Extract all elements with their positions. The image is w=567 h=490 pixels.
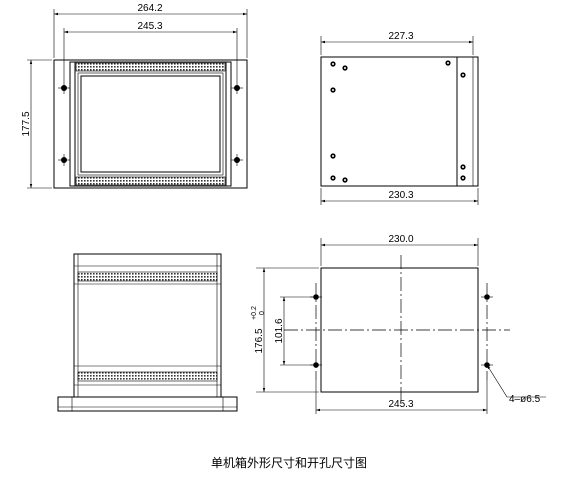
hole-spacing-label: 101.6 xyxy=(274,318,285,343)
front-width-label: 264.2 xyxy=(137,3,162,14)
front-body xyxy=(69,61,232,187)
front-window-frame xyxy=(77,72,224,176)
side-top-width-label: 227.3 xyxy=(388,31,413,42)
side-bottom-width-label: 230.3 xyxy=(388,190,413,201)
screw-icon xyxy=(330,87,336,93)
screw-icon xyxy=(231,82,243,94)
screw-icon xyxy=(330,61,336,67)
screw-icon xyxy=(460,164,466,170)
cutout-view: 230.0 176.5 +0.2 0 101.6 245.3 4–ø6.5 xyxy=(251,234,546,414)
front-view: 264.2 245.3 177.5 xyxy=(21,3,248,189)
cutout-height-label: 176.5 xyxy=(254,328,265,353)
figure-caption: 单机箱外形尺寸和开孔尺寸图 xyxy=(211,455,367,470)
cutout-height-tol-upper: +0.2 xyxy=(251,306,258,320)
front-vent-top xyxy=(75,62,226,72)
front-flange xyxy=(53,59,248,189)
front-height-label: 177.5 xyxy=(21,111,32,136)
screw-icon xyxy=(445,60,451,66)
top-flange xyxy=(57,396,238,412)
side-view: 227.3 230.3 xyxy=(320,31,479,205)
screw-icon xyxy=(342,177,348,183)
front-body-inner xyxy=(74,61,227,187)
hole-callout-label: 4–ø6.5 xyxy=(509,394,541,405)
screw-icon xyxy=(342,65,348,71)
front-window xyxy=(80,75,221,173)
screw-icon xyxy=(58,82,70,94)
mounting-hole-icon xyxy=(481,294,493,300)
screw-icon xyxy=(58,154,70,166)
front-vent-bottom xyxy=(75,176,226,186)
top-view xyxy=(57,253,238,412)
top-vent-lower xyxy=(77,371,218,382)
front-bolt-spacing-label: 245.3 xyxy=(137,21,162,32)
screw-icon xyxy=(330,175,336,181)
top-vent-upper xyxy=(77,271,218,282)
screw-icon xyxy=(330,153,336,159)
cutout-width-label: 230.0 xyxy=(388,234,413,245)
screw-icon xyxy=(231,154,243,166)
side-body xyxy=(320,56,479,187)
hole-horizontal-spacing-label: 245.3 xyxy=(388,399,413,410)
cutout-height-tol-lower: 0 xyxy=(259,311,266,315)
screw-icon xyxy=(460,175,466,181)
screw-icon xyxy=(460,72,466,78)
